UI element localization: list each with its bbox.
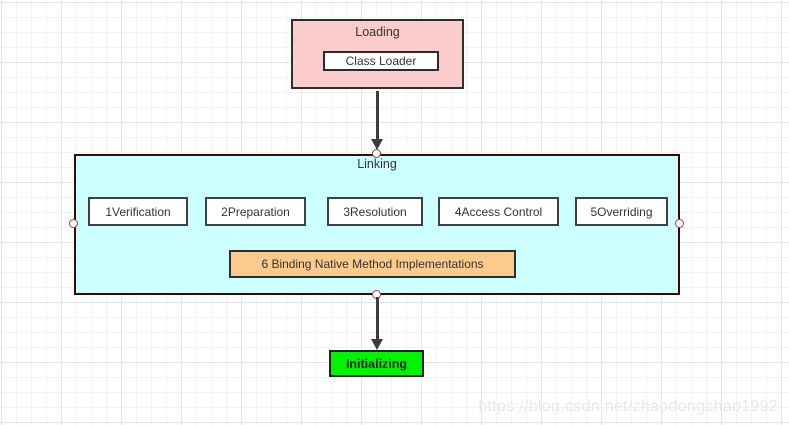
edge-loading-to-linking[interactable] (376, 91, 379, 140)
loading-node-label: Loading (355, 25, 400, 39)
arrowhead-linking-to-initializing (371, 339, 383, 350)
binding-native-methods-node[interactable]: 6 Binding Native Method Implementations (229, 250, 516, 278)
class-loader-node[interactable]: Class Loader (323, 51, 439, 71)
step-verification-node[interactable]: 1Verification (88, 197, 188, 226)
linking-node-label: Linking (357, 157, 397, 171)
edge-linking-to-initializing[interactable] (376, 297, 379, 339)
arrowhead-loading-to-linking (371, 139, 383, 150)
step-access-control-node[interactable]: 4Access Control (438, 197, 559, 226)
connection-anchor-left[interactable] (69, 219, 78, 228)
step-preparation-node[interactable]: 2Preparation (205, 197, 306, 226)
step-overriding-node[interactable]: 5Overriding (575, 197, 668, 226)
initializing-node[interactable]: Initializing (329, 350, 424, 377)
connection-anchor-top[interactable] (372, 149, 381, 158)
step-resolution-node[interactable]: 3Resolution (327, 197, 423, 226)
watermark-url: https://blog.csdn.net/zhaodongchao1992 (478, 398, 778, 415)
connection-anchor-right[interactable] (675, 219, 684, 228)
